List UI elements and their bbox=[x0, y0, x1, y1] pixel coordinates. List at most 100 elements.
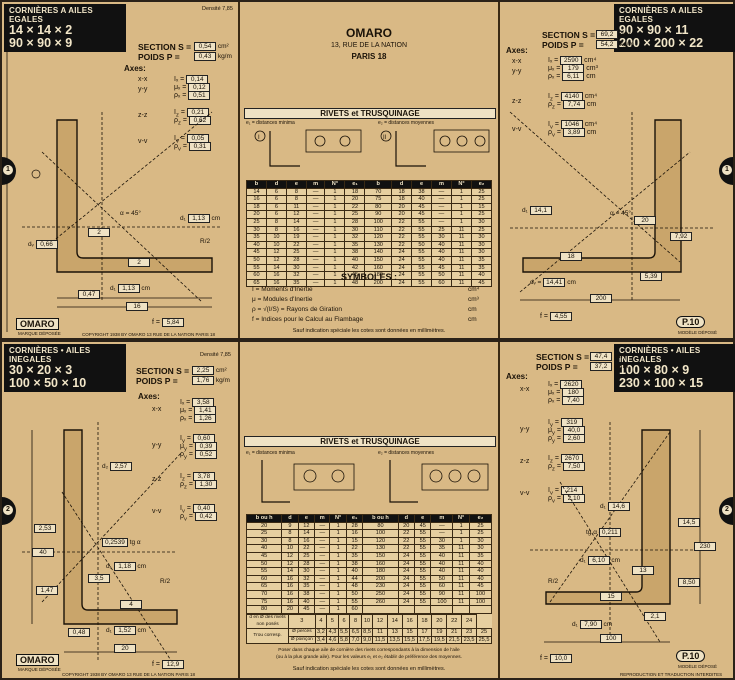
table-cell: 11 bbox=[452, 582, 470, 591]
table-cell: 110 bbox=[364, 225, 393, 235]
d1b-value: 1,13 bbox=[117, 284, 140, 293]
index-tab-1-right[interactable]: 1 bbox=[719, 157, 733, 185]
table-cell: 55 bbox=[413, 597, 432, 607]
table-cell: — bbox=[305, 210, 326, 219]
axis-xx: x-x bbox=[138, 76, 148, 83]
table-cell: 140 bbox=[364, 248, 393, 257]
title-line-2: 90 × 90 × 11 bbox=[619, 23, 689, 37]
table-cell: 11 bbox=[450, 225, 473, 235]
table-cell: 55 bbox=[413, 544, 432, 553]
table-cell: 30 bbox=[471, 248, 492, 257]
table-cell: 1 bbox=[329, 605, 347, 614]
table-cell: — bbox=[314, 544, 331, 553]
table-cell: 1 bbox=[450, 187, 473, 197]
symbol-inertie: I = Moments d'Inertie bbox=[252, 286, 313, 293]
table-cell: 25 bbox=[468, 529, 493, 538]
table-cell: 11 bbox=[452, 589, 470, 599]
table-cell: 11 bbox=[450, 278, 473, 288]
table-header: m bbox=[431, 180, 452, 189]
table-cell: 6 bbox=[265, 210, 287, 219]
table-cell: 55 bbox=[411, 225, 432, 235]
table-cell: 12 bbox=[285, 210, 307, 219]
repro-notice: REPRODUCTION ET TRADUCTION INTERDITES bbox=[620, 672, 723, 677]
table-cell: 100 bbox=[468, 589, 493, 599]
section-label: SECTION S = bbox=[536, 352, 590, 362]
table-cell: 24 bbox=[397, 597, 416, 607]
table-cell: 55 bbox=[413, 574, 432, 584]
table-cell bbox=[362, 605, 399, 614]
table-cell: 18 bbox=[246, 202, 267, 212]
table-header: b ou h bbox=[362, 514, 399, 523]
table-cell: 30 bbox=[468, 536, 493, 546]
alpha-label: α = 45° bbox=[610, 210, 631, 217]
title-line-3: 100 × 50 × 10 bbox=[9, 376, 87, 390]
w1441-value: 14,41 bbox=[543, 278, 566, 287]
top-right-title: CORNIÈRES A AILES EGALES 90 × 90 × 11 20… bbox=[614, 4, 735, 52]
top-right-panel: CORNIÈRES A AILES EGALES 90 × 90 × 11 20… bbox=[500, 2, 735, 338]
table-cell: 24 bbox=[391, 255, 413, 265]
table-cell: 24 bbox=[397, 582, 416, 591]
table-cell: — bbox=[305, 248, 326, 257]
table-header: d bbox=[281, 514, 299, 523]
index-tab-2-right[interactable]: 2 bbox=[719, 497, 733, 525]
table-cell: 55 bbox=[245, 567, 283, 576]
table-header: e bbox=[411, 180, 432, 189]
table-cell: 20 bbox=[281, 605, 299, 614]
table-cell: 40 bbox=[468, 567, 493, 576]
table-cell: 6 bbox=[337, 613, 351, 630]
index-tab-1[interactable]: 1 bbox=[2, 157, 16, 185]
poids-value: 54,2 bbox=[596, 40, 618, 49]
table-cell: — bbox=[305, 263, 326, 273]
table-cell: 22 bbox=[391, 233, 413, 242]
table-cell: 8 bbox=[285, 187, 307, 197]
table-cell: 60 bbox=[345, 605, 364, 614]
table-cell: 20 bbox=[391, 202, 413, 212]
tab-number: 2 bbox=[3, 505, 13, 515]
table-header: m bbox=[305, 180, 326, 189]
table-cell: 12 bbox=[265, 255, 287, 265]
table-cell: 45 bbox=[245, 551, 283, 561]
table-cell: 11 bbox=[452, 597, 470, 607]
table-cell: 45 bbox=[411, 210, 432, 219]
table-cell: 17,5 bbox=[416, 635, 433, 645]
w21-value: 2,1 bbox=[644, 612, 666, 621]
table-cell: 25 bbox=[246, 217, 267, 227]
top-left-panel: CORNIÈRES A AILES EGALES 14 × 14 × 2 90 … bbox=[2, 2, 234, 338]
table-cell: — bbox=[431, 202, 452, 212]
table-cell: 150 bbox=[362, 551, 399, 561]
index-tab-2[interactable]: 2 bbox=[2, 497, 16, 525]
radius-label: R bbox=[200, 238, 205, 245]
rivet-diagrams: I II bbox=[254, 129, 490, 167]
table-cell: — bbox=[305, 255, 326, 265]
table-cell: 40 bbox=[431, 248, 452, 257]
table-cell: 4,3 bbox=[326, 628, 339, 637]
table-cell: 9,0 bbox=[360, 635, 374, 645]
f-value: 12,9 bbox=[161, 660, 184, 669]
table-cell: 40 bbox=[245, 544, 283, 553]
table-cell: 180 bbox=[362, 567, 399, 576]
axis-zz: z-z bbox=[512, 98, 522, 105]
title-line-2: 14 × 14 × 2 bbox=[9, 23, 73, 37]
table-cell: 16 bbox=[401, 613, 418, 630]
rz-value: 1,30 bbox=[194, 480, 217, 489]
poids-label: POIDS P = bbox=[542, 40, 584, 50]
table-cell: 22 bbox=[397, 536, 416, 546]
symbol-modules: μ = Modules d'Inertie bbox=[252, 296, 313, 303]
table-cell: 15 bbox=[345, 536, 364, 546]
table-cell: 32 bbox=[344, 233, 366, 242]
table-cell: 11 bbox=[452, 544, 470, 553]
rv-value: 3,89 bbox=[562, 128, 585, 137]
w100-value: 100 bbox=[600, 634, 622, 643]
table-cell: 55 bbox=[413, 589, 432, 599]
table-cell: 30 bbox=[471, 240, 492, 250]
table-cell: 40 bbox=[468, 559, 493, 569]
table-cell: 11 bbox=[452, 559, 470, 569]
rx-value: 6,11 bbox=[562, 72, 585, 81]
d146-value: 14,6 bbox=[607, 502, 630, 511]
